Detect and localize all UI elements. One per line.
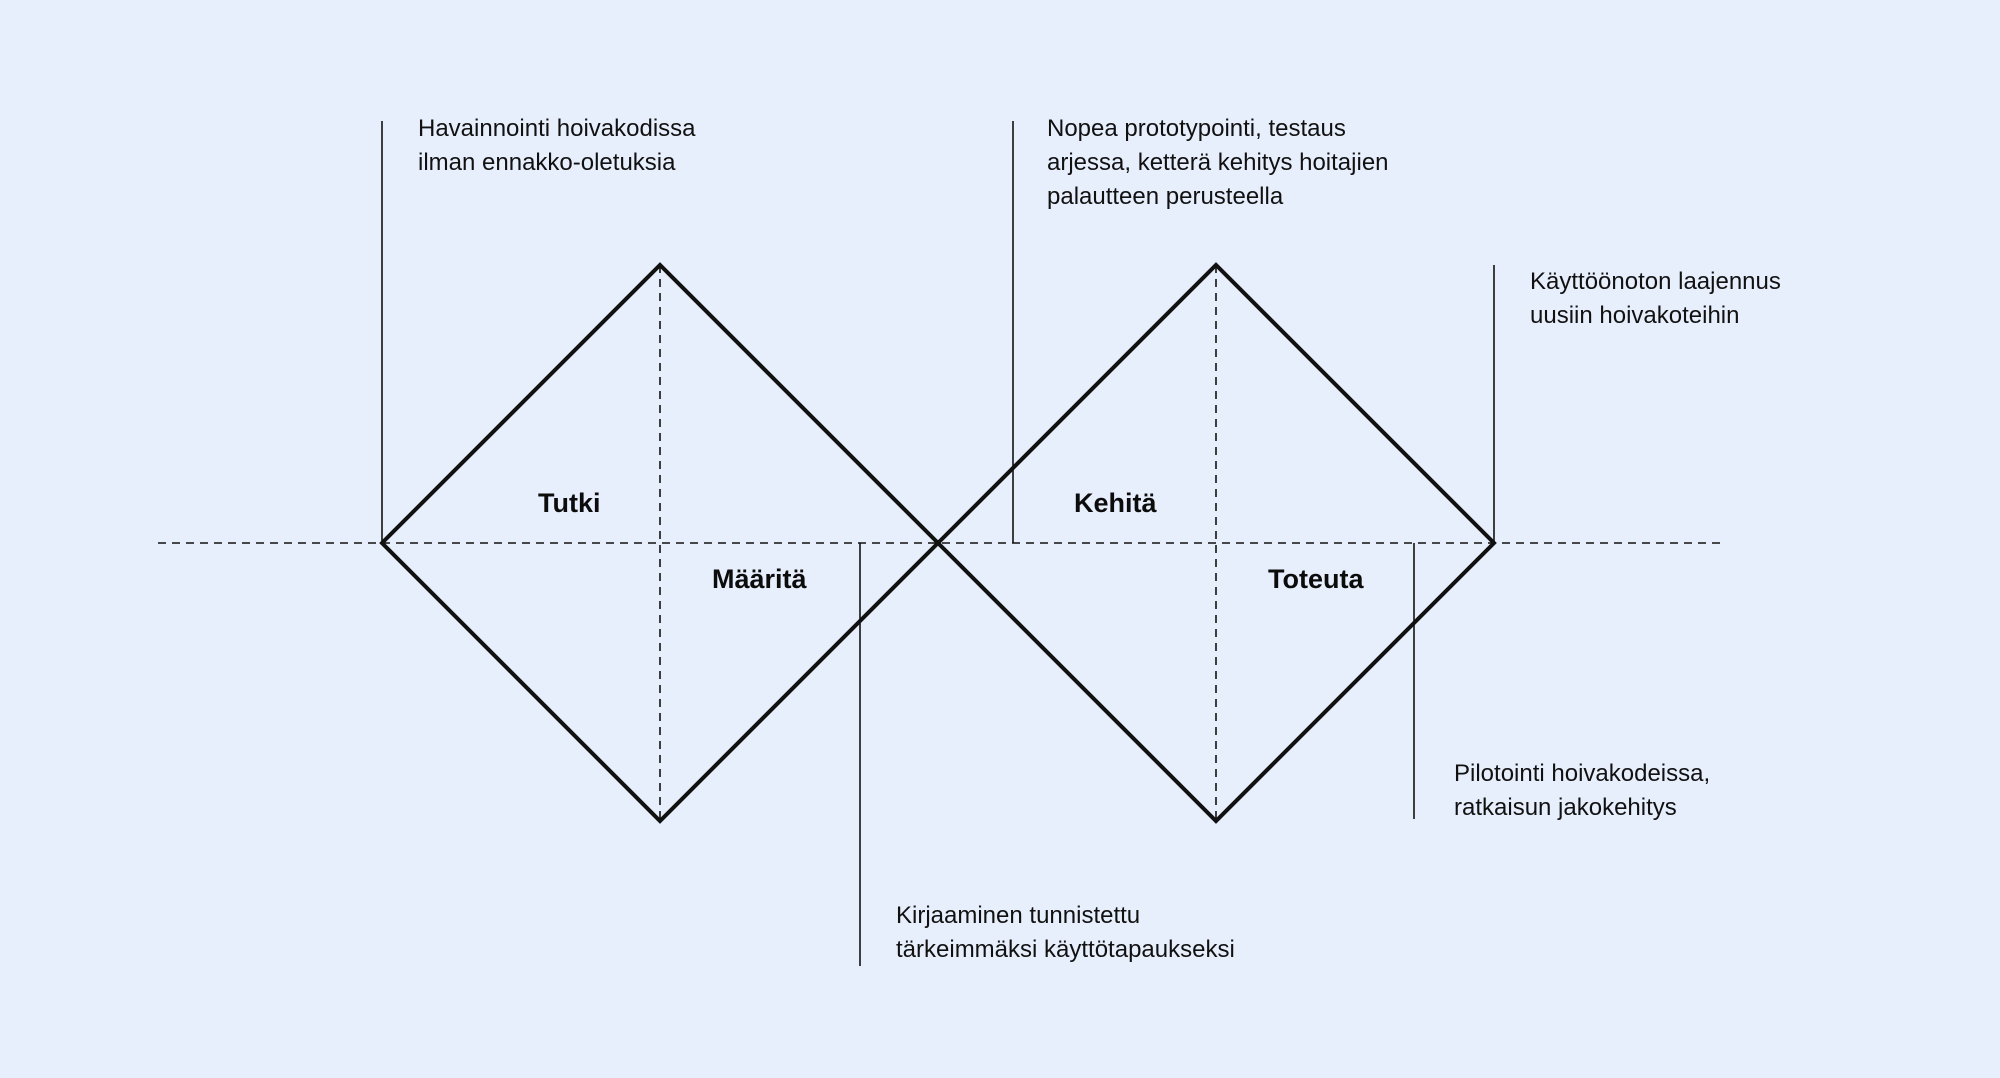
phase-label-deliver: Toteuta [1268, 564, 1364, 594]
annotation-prototyping-line1: Nopea prototypointi, testaus [1047, 115, 1346, 142]
annotation-piloting: Pilotointi hoivakodeissa, ratkaisun jako… [1454, 757, 1710, 825]
annotation-piloting-line2: ratkaisun jakokehitys [1454, 794, 1677, 821]
annotation-piloting-line1: Pilotointi hoivakodeissa, [1454, 760, 1711, 787]
annotation-observation: Havainnointi hoivakodissa ilman ennakko-… [418, 112, 696, 180]
phase-label-define: Määritä [712, 564, 807, 594]
annotation-rollout-line2: uusiin hoivakoteihin [1530, 302, 1740, 329]
annotation-documentation-line1: Kirjaaminen tunnistettu [896, 902, 1141, 929]
annotation-observation-line2: ilman ennakko-oletuksia [418, 149, 676, 176]
annotation-prototyping: Nopea prototypointi, testaus arjessa, ke… [1047, 112, 1389, 214]
annotation-rollout: Käyttöönoton laajennus uusiin hoivakotei… [1530, 265, 1781, 333]
phase-label-discover: Tutki [538, 488, 601, 518]
annotation-rollout-line1: Käyttöönoton laajennus [1530, 268, 1781, 295]
phase-label-develop: Kehitä [1074, 488, 1157, 518]
annotation-observation-line1: Havainnointi hoivakodissa [418, 115, 696, 142]
annotation-documentation-line2: tärkeimmäksi käyttötapaukseksi [896, 936, 1235, 963]
annotation-documentation: Kirjaaminen tunnistettu tärkeimmäksi käy… [896, 899, 1235, 967]
annotation-prototyping-line2: arjessa, ketterä kehitys hoitajien [1047, 149, 1389, 176]
annotation-prototyping-line3: palautteen perusteella [1047, 183, 1284, 210]
diamond-left [379, 262, 941, 824]
